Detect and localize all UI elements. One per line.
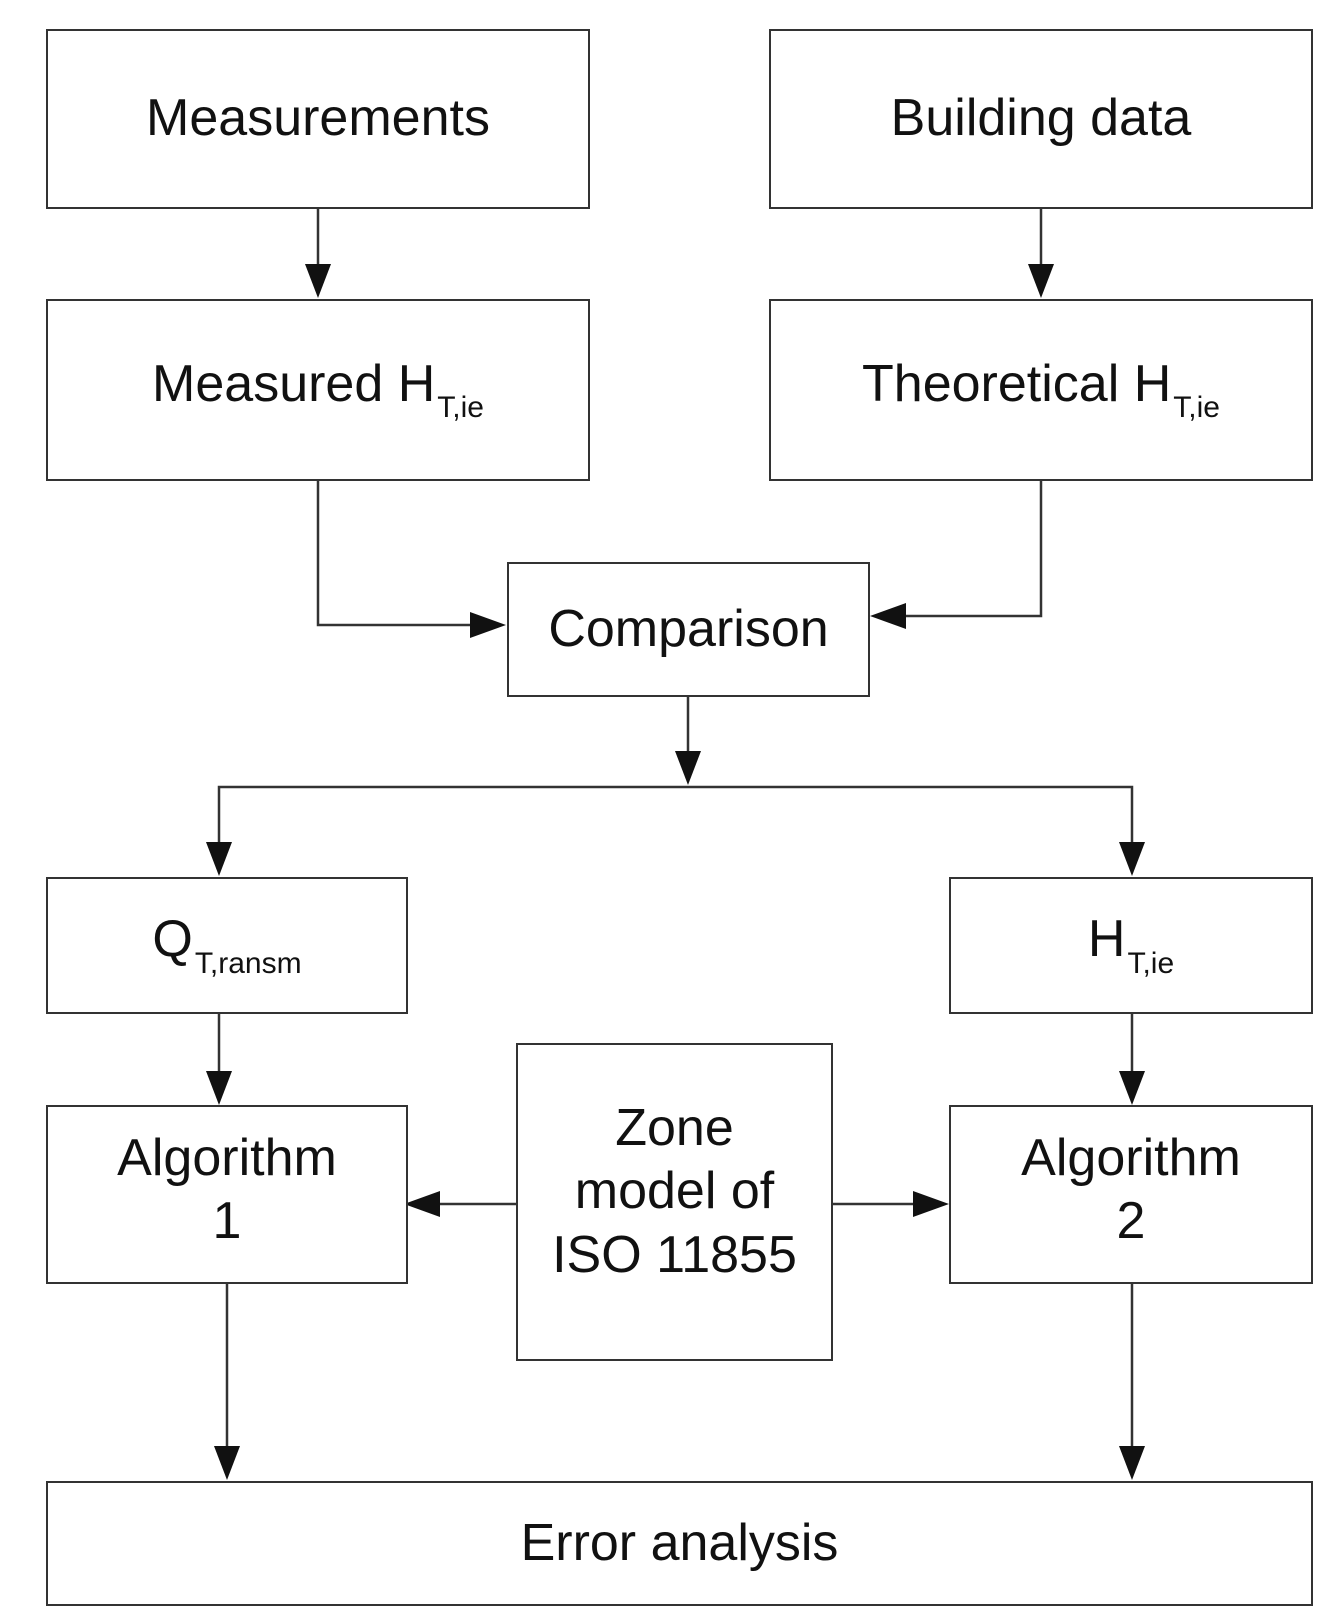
arrowhead-measured-h — [305, 264, 331, 298]
measured-h-box: Measured HT,ie — [46, 299, 590, 481]
measured-h-text: Measured H — [152, 354, 436, 413]
building-data-box: Building data — [769, 29, 1313, 209]
theoretical-h-text: Theoretical H — [862, 354, 1172, 413]
arrowhead-q-transm — [206, 842, 232, 876]
comparison-label: Comparison — [548, 599, 829, 658]
algorithm2-line1: Algorithm — [1021, 1129, 1241, 1187]
connector-branch-to-q-transm — [217, 785, 688, 845]
arrowhead-algorithm2-top — [1119, 1071, 1145, 1105]
arrowhead-algorithm1-top — [206, 1071, 232, 1105]
connector-branch-to-h-tie — [688, 785, 1134, 845]
h-tie-label: HT,ie — [1088, 908, 1174, 982]
arrowhead-error-analysis-right — [1119, 1446, 1145, 1480]
zone-model-line3: ISO 11855 — [552, 1225, 797, 1284]
measured-h-label: Measured HT,ie — [152, 353, 484, 427]
arrowhead-algorithm1-left — [404, 1191, 440, 1217]
h-tie-box: HT,ie — [949, 877, 1313, 1014]
q-transm-subscript: T,ransm — [194, 946, 302, 980]
connector-theoretical-h-to-comparison — [893, 481, 1043, 618]
h-tie-subscript: T,ie — [1127, 946, 1175, 980]
comparison-box: Comparison — [507, 562, 870, 697]
arrowhead-comparison-right — [870, 603, 906, 629]
algorithm2-line2: 2 — [1116, 1192, 1146, 1251]
error-analysis-box: Error analysis — [46, 1481, 1313, 1606]
theoretical-h-box: Theoretical HT,ie — [769, 299, 1313, 481]
arrowhead-theoretical-h — [1028, 264, 1054, 298]
connector-measured-h-to-comparison — [316, 481, 474, 627]
theoretical-h-label: Theoretical HT,ie — [862, 353, 1220, 427]
algorithm1-line1: Algorithm — [117, 1129, 337, 1187]
measurements-label: Measurements — [146, 89, 490, 148]
arrowhead-comparison-down — [675, 751, 701, 785]
h-tie-text: H — [1087, 910, 1126, 969]
algorithm1-box: Algorithm 1 — [46, 1105, 408, 1284]
zone-model-line1: Zone — [615, 1099, 734, 1157]
q-transm-box: QT,ransm — [46, 877, 408, 1014]
measurements-box: Measurements — [46, 29, 590, 209]
arrowhead-algorithm2-right — [913, 1191, 949, 1217]
arrowhead-error-analysis-left — [214, 1446, 240, 1480]
theoretical-h-subscript: T,ie — [1173, 391, 1220, 425]
algorithm2-box: Algorithm 2 — [949, 1105, 1313, 1284]
building-data-label: Building data — [890, 89, 1192, 148]
arrowhead-h-tie — [1119, 842, 1145, 876]
error-analysis-label: Error analysis — [520, 1513, 839, 1572]
arrowhead-comparison-left — [470, 612, 506, 638]
algorithm1-line2: 1 — [212, 1192, 242, 1251]
measured-h-subscript: T,ie — [437, 391, 484, 425]
zone-model-line2: model of — [574, 1162, 775, 1221]
q-transm-label: QT,ransm — [152, 908, 301, 982]
zone-model-box: Zone model of ISO 11855 — [516, 1043, 833, 1361]
q-transm-text: Q — [152, 910, 193, 969]
